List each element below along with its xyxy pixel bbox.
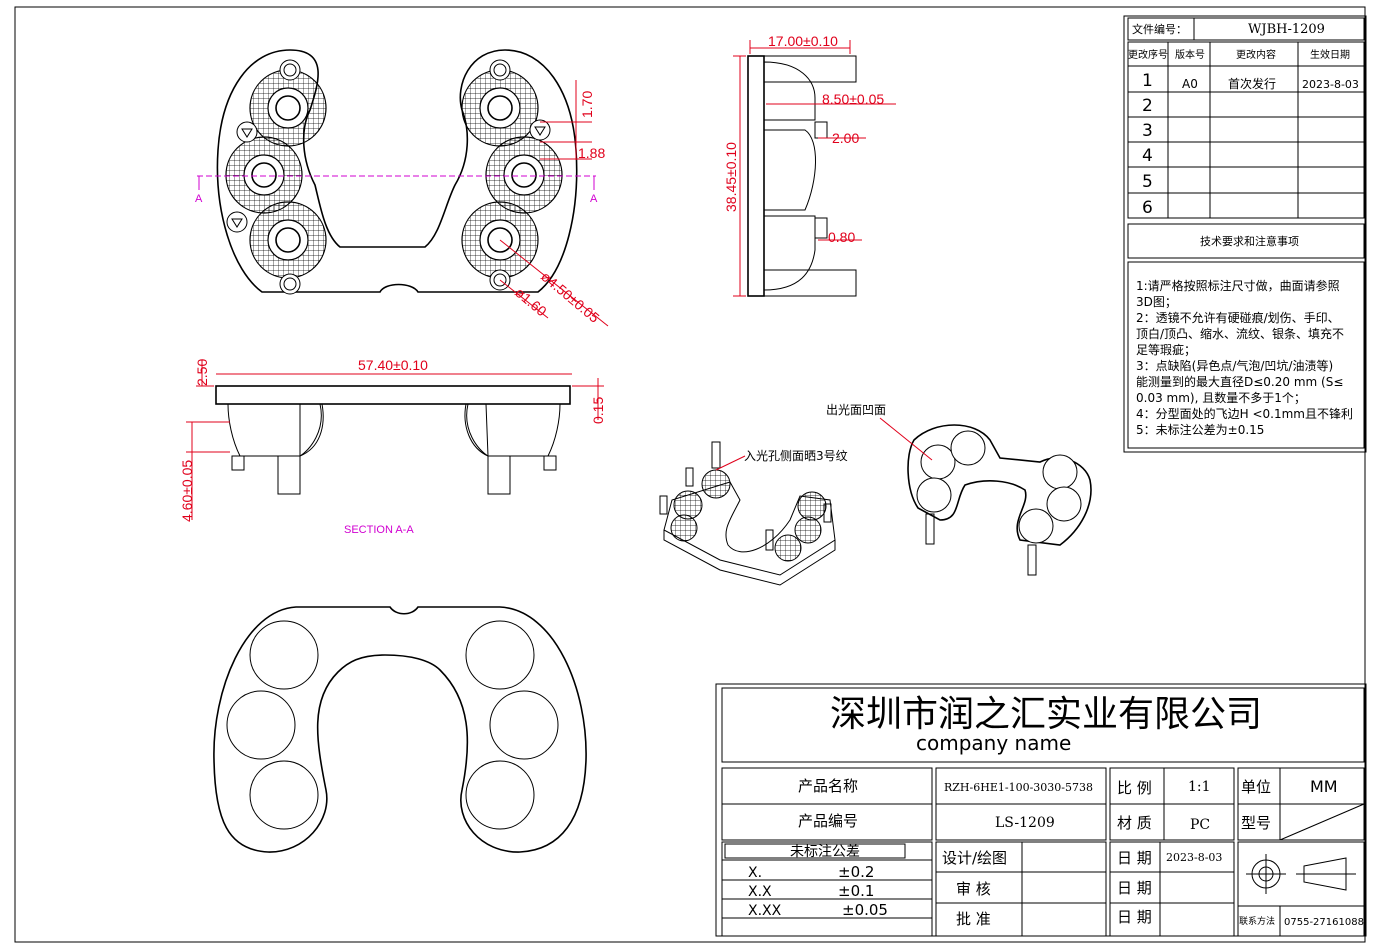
rev-row-date: 2023-8-03 xyxy=(1302,78,1359,91)
product-no: LS-1209 xyxy=(995,815,1055,831)
iso-view-out-face: 出光面凹面 xyxy=(826,403,1092,576)
dim-dia-1-60: ø1.60 xyxy=(512,284,550,319)
rev-header-no: 更改序号 xyxy=(1128,48,1168,61)
dim-2-50: 2.50 xyxy=(194,359,210,386)
side-view: 17.00±0.10 8.50±0.05 2.00 38.45±0.10 0.8… xyxy=(723,33,896,297)
rev-header-ver: 版本号 xyxy=(1175,48,1205,61)
rev-row-no: 2 xyxy=(1142,96,1153,116)
title-block: 深圳市润之汇实业有限公司 company name 产品名称 产品编号 RZH-… xyxy=(715,683,1367,937)
dim-1-88: 1.88 xyxy=(578,145,605,161)
tol-value: ±0.2 xyxy=(838,863,874,881)
tol-value: ±0.05 xyxy=(842,901,888,919)
rev-row-no: 3 xyxy=(1142,121,1153,141)
dim-17-00: 17.00±0.10 xyxy=(768,33,838,49)
dim-57-40: 57.40±0.10 xyxy=(358,357,428,373)
projection-symbol-icon xyxy=(1246,854,1356,894)
date-label: 日 期 xyxy=(1117,908,1152,926)
product-name-label: 产品名称 xyxy=(798,777,858,795)
section-label: SECTION A-A xyxy=(344,524,414,536)
product-name: RZH-6HE1-100-3030-5738 xyxy=(944,781,1093,794)
tech-note: 2：透镜不允许有硬碰痕/划伤、手印、 xyxy=(1136,310,1340,325)
material-label: 材 质 xyxy=(1117,814,1152,832)
tol-key: X.X xyxy=(748,884,772,900)
rev-row-no: 4 xyxy=(1142,146,1153,166)
approve-label: 批 准 xyxy=(956,910,991,928)
unit-value: MM xyxy=(1310,777,1338,796)
tech-note: 3D图； xyxy=(1136,295,1177,309)
tolerance-label: 未标注公差 xyxy=(790,844,860,860)
section-mark-left: A xyxy=(195,193,203,205)
dim-38-45: 38.45±0.10 xyxy=(723,142,739,212)
product-no-label: 产品编号 xyxy=(798,812,858,830)
section-view: 57.40±0.10 2.50 0.15 4.60±0.05 SECTION A… xyxy=(179,357,606,536)
tol-key: X.XX xyxy=(748,903,782,919)
rev-row-no: 5 xyxy=(1142,172,1153,192)
tech-notes: 1:请严格按照标注尺寸做，曲面请参照 3D图； 2：透镜不允许有硬碰痕/划伤、手… xyxy=(1136,278,1353,437)
dim-0-80: 0.80 xyxy=(828,229,855,245)
tol-key: X. xyxy=(748,865,762,881)
rev-header-date: 生效日期 xyxy=(1310,48,1350,61)
tech-note: 0.03 mm), 且数量不多于1个； xyxy=(1136,390,1306,405)
tech-note: 3：点缺陷(异色点/气泡/凹坑/油渍等) xyxy=(1136,358,1333,373)
company-cn: 深圳市润之汇实业有限公司 xyxy=(830,694,1262,735)
date-value: 2023-8-03 xyxy=(1166,851,1222,864)
company-en: company name xyxy=(916,731,1071,755)
bottom-view xyxy=(213,606,587,853)
callout-in-face: 入光孔侧面晒3号纹 xyxy=(744,449,848,463)
rev-row-no: 1 xyxy=(1142,71,1153,91)
model-label: 型号 xyxy=(1241,814,1271,832)
dim-1-70: 1.70 xyxy=(579,91,595,118)
scale-value: 1:1 xyxy=(1188,779,1211,795)
review-label: 审 核 xyxy=(956,880,991,898)
unit-label: 单位 xyxy=(1241,778,1271,796)
contact-value: 0755-27161088 xyxy=(1284,917,1364,928)
contact-label: 联系方法 xyxy=(1239,915,1275,927)
date-label: 日 期 xyxy=(1117,879,1152,897)
tech-note: 足等瑕疵； xyxy=(1136,342,1196,357)
top-view: A A 1.70 1.88 ø4.50±0.05 ø1.60 xyxy=(195,49,609,327)
rev-row-content: 首次发行 xyxy=(1228,76,1276,91)
dim-4-60: 4.60±0.05 xyxy=(179,460,195,522)
rev-row-ver: A0 xyxy=(1182,77,1198,91)
tech-note: 4：分型面处的飞边H <0.1mm且不锋利 xyxy=(1136,406,1353,421)
revision-block: 文件编号： WJBH-1209 更改序号 版本号 更改内容 生效日期 1 A0 … xyxy=(1123,15,1367,453)
material-value: PC xyxy=(1190,817,1210,833)
date-label: 日 期 xyxy=(1117,849,1152,867)
tech-note: 1:请严格按照标注尺寸做，曲面请参照 xyxy=(1136,278,1340,293)
file-no-value: WJBH-1209 xyxy=(1248,22,1325,37)
tol-value: ±0.1 xyxy=(838,882,874,900)
dim-0-15: 0.15 xyxy=(590,397,606,424)
callout-out-face: 出光面凹面 xyxy=(826,403,886,417)
sheet-border xyxy=(14,6,1366,943)
design-label: 设计/绘图 xyxy=(942,849,1007,867)
tech-title: 技术要求和注意事项 xyxy=(1200,234,1299,248)
iso-view-lens-side: 入光孔侧面晒3号纹 xyxy=(659,441,848,586)
tech-note: 顶白/顶凸、缩水、流纹、银条、填充不 xyxy=(1136,326,1344,341)
tech-note: 5：未标注公差为±0.15 xyxy=(1136,422,1264,437)
rev-header-content: 更改内容 xyxy=(1236,48,1276,61)
tech-note: 能测量到的最大直径D≤0.20 mm (S≤ xyxy=(1136,374,1343,389)
file-no-label: 文件编号： xyxy=(1132,22,1187,36)
dim-8-50: 8.50±0.05 xyxy=(822,91,884,107)
rev-row-no: 6 xyxy=(1142,198,1153,218)
scale-label: 比 例 xyxy=(1117,779,1152,797)
dim-2-00: 2.00 xyxy=(832,130,859,146)
section-mark-right: A xyxy=(590,193,598,205)
